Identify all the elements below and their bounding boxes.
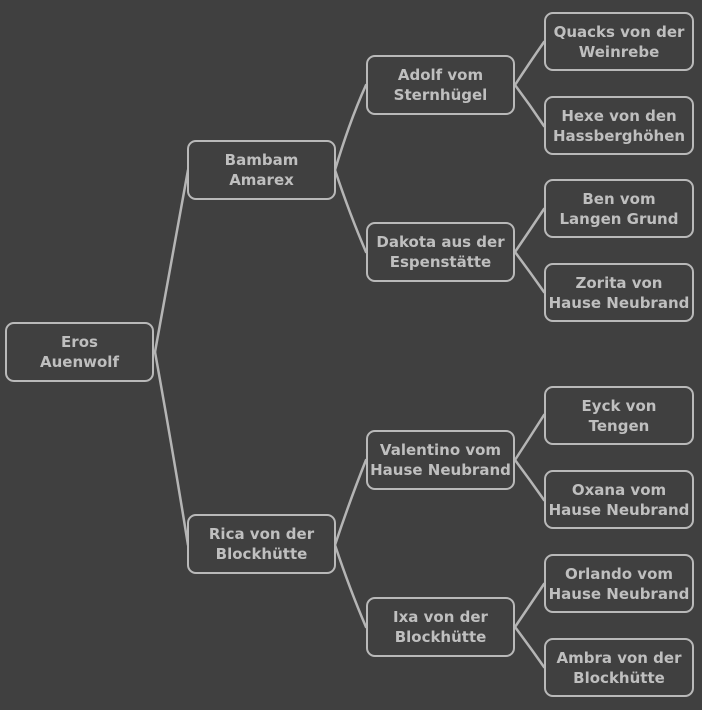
dam-dam-sire-node: Orlando vom Hause Neubrand <box>544 554 694 613</box>
sire-dam-sire-name: Ben vom Langen Grund <box>559 189 679 228</box>
connector-ss-s <box>513 40 546 87</box>
connector-dd-d <box>513 625 546 669</box>
sire-dam-node: Dakota aus der Espenstätte <box>366 222 515 282</box>
connector-subject-sire <box>153 168 190 354</box>
connector-ds-d <box>513 458 546 502</box>
sire-sire-dam-name: Hexe von den Hassberghöhen <box>552 106 686 145</box>
connector-sire-sire <box>333 83 368 172</box>
connector-dam-sire <box>333 458 368 547</box>
sire-dam-dam-name: Zorita von Hause Neubrand <box>548 273 690 312</box>
sire-sire-node: Adolf vom Sternhügel <box>366 55 515 115</box>
dam-dam-name: Ixa von der Blockhütte <box>393 608 488 646</box>
sire-node: Bambam Amarex <box>187 140 336 200</box>
sire-sire-sire-name: Quacks von der Weinrebe <box>553 22 685 61</box>
dam-sire-sire-name: Eyck von Tengen <box>581 396 657 435</box>
sire-sire-name: Adolf vom Sternhügel <box>393 66 488 104</box>
sire-sire-sire-node: Quacks von der Weinrebe <box>544 12 694 71</box>
connector-sd-s <box>513 207 546 254</box>
subject-node: Eros Auenwolf <box>5 322 154 382</box>
connector-ss-d <box>513 83 546 128</box>
connector-dd-s <box>513 582 546 629</box>
dam-dam-dam-name: Ambra von der Blockhütte <box>556 648 682 687</box>
connector-sire-dam <box>333 168 368 254</box>
connector-sd-d <box>513 250 546 294</box>
dam-sire-dam-name: Oxana vom Hause Neubrand <box>548 480 690 519</box>
dam-node: Rica von der Blockhütte <box>187 514 336 574</box>
dam-sire-sire-node: Eyck von Tengen <box>544 386 694 445</box>
sire-name: Bambam Amarex <box>224 151 299 189</box>
dam-sire-node: Valentino vom Hause Neubrand <box>366 430 515 490</box>
sire-dam-dam-node: Zorita von Hause Neubrand <box>544 263 694 322</box>
dam-sire-name: Valentino vom Hause Neubrand <box>370 441 511 479</box>
connector-ds-s <box>513 413 546 462</box>
dam-sire-dam-node: Oxana vom Hause Neubrand <box>544 470 694 529</box>
dam-name: Rica von der Blockhütte <box>208 525 315 563</box>
connector-dam-dam <box>333 543 368 629</box>
connector-subject-dam <box>153 350 190 547</box>
dam-dam-dam-node: Ambra von der Blockhütte <box>544 638 694 697</box>
dam-dam-sire-name: Orlando vom Hause Neubrand <box>548 564 690 603</box>
subject-name: Eros Auenwolf <box>40 333 119 371</box>
sire-sire-dam-node: Hexe von den Hassberghöhen <box>544 96 694 155</box>
dam-dam-node: Ixa von der Blockhütte <box>366 597 515 657</box>
sire-dam-sire-node: Ben vom Langen Grund <box>544 179 694 238</box>
sire-dam-name: Dakota aus der Espenstätte <box>376 233 505 271</box>
